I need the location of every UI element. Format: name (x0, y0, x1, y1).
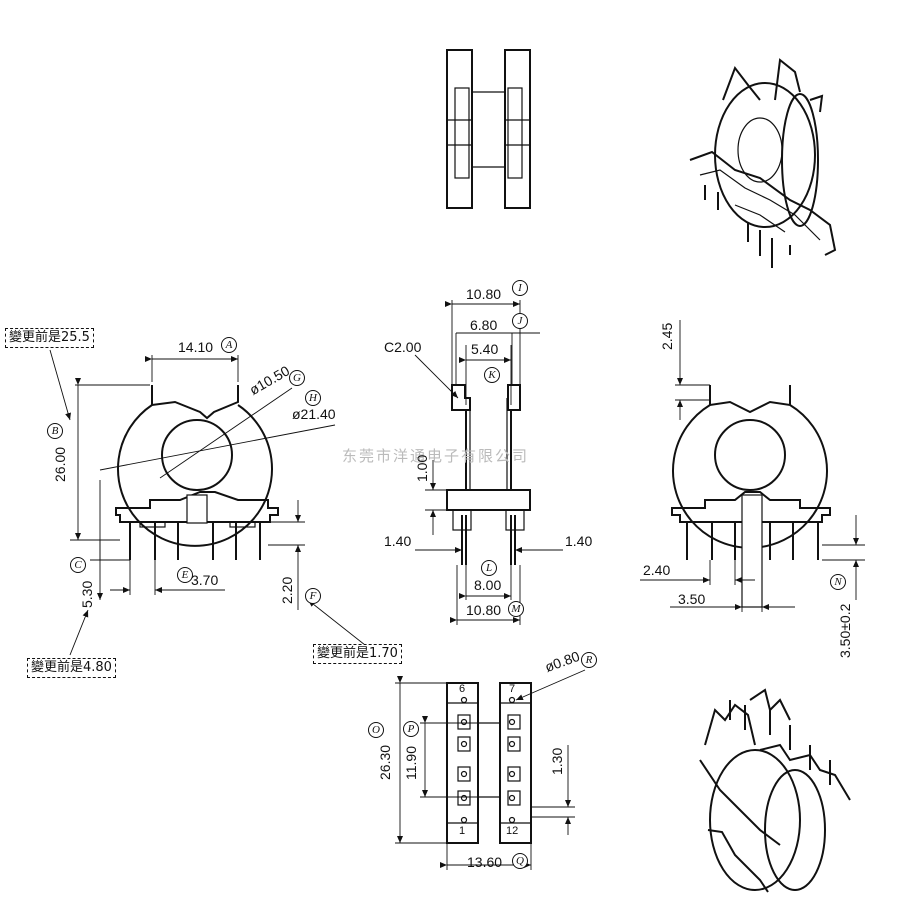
dim-f: 2.20 (279, 576, 295, 604)
dim-q: 13.60 (467, 854, 503, 870)
label-b: B (47, 423, 63, 439)
dim-2-45: 2.45 (659, 322, 675, 350)
label-g: G (289, 370, 305, 386)
dim-height-b: 26.00 (52, 446, 68, 482)
label-q: Q (512, 853, 528, 869)
dim-1-40-right: 1.40 (565, 533, 593, 549)
iso-view-bottom (699, 688, 851, 893)
dim-k: 5.40 (471, 341, 499, 357)
label-j: J (512, 313, 528, 329)
pin-6: 6 (459, 683, 466, 695)
label-f: F (305, 588, 321, 604)
label-m: M (508, 601, 524, 617)
label-k: K (484, 367, 500, 383)
label-c: C (70, 557, 86, 573)
change-note-2: 變更前是4.80 (27, 658, 116, 678)
front-view (49, 349, 366, 656)
pin-7: 7 (509, 683, 516, 695)
change-note-1: 變更前是25.5 (5, 328, 94, 348)
dim-1-30: 1.30 (549, 747, 565, 775)
label-l: L (481, 560, 497, 576)
label-p: P (403, 721, 419, 737)
dim-1-40-left: 1.40 (384, 533, 412, 549)
dim-p: 11.90 (403, 746, 419, 780)
dim-i: 10.80 (466, 286, 502, 302)
label-h: H (305, 390, 321, 406)
dim-1-00: 1.00 (414, 454, 430, 482)
dim-j: 6.80 (470, 317, 498, 333)
pin-12: 12 (506, 825, 519, 837)
dim-l: 8.00 (474, 577, 502, 593)
dim-n: 3.50±0.2 (837, 603, 853, 658)
label-i: I (512, 280, 528, 296)
bottom-view (395, 669, 586, 870)
label-e: E (177, 567, 193, 583)
dim-2-40: 2.40 (643, 562, 671, 578)
top-view (446, 49, 531, 209)
dim-m: 10.80 (466, 602, 502, 618)
dim-c: 5.30 (79, 580, 95, 608)
label-a: A (221, 337, 237, 353)
dim-a: 14.10 (178, 339, 214, 355)
dim-chamfer: C2.00 (384, 339, 422, 355)
dim-3-50: 3.50 (678, 591, 706, 607)
change-note-3: 變更前是1.70 (313, 644, 402, 664)
label-r: R (581, 652, 597, 668)
iso-view-top (689, 58, 837, 268)
side-view (414, 300, 563, 625)
label-o: O (368, 722, 384, 738)
dim-diam-h: ø21.40 (292, 406, 336, 422)
rear-view (640, 320, 865, 612)
pin-1: 1 (459, 825, 466, 837)
watermark: 东莞市洋通电子有限公司 (342, 447, 530, 465)
dim-e: 3.70 (191, 572, 219, 588)
label-n: N (830, 574, 846, 590)
dim-o: 26.30 (377, 744, 393, 780)
